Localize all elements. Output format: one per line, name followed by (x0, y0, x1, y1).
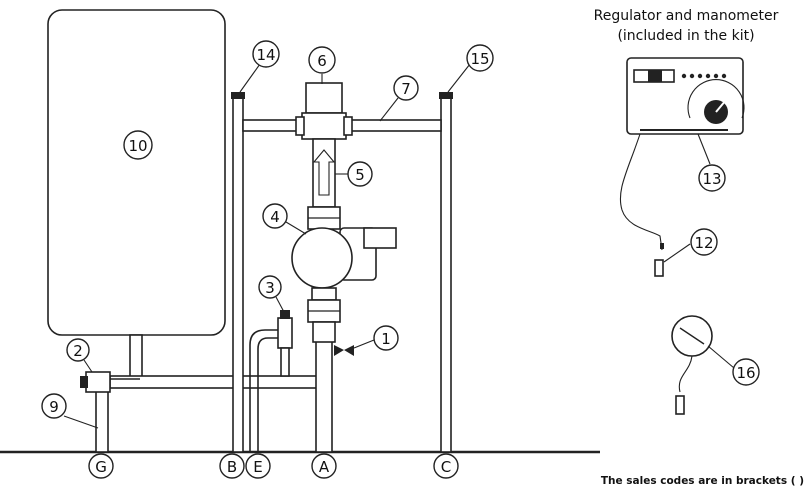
callout-14-label: 14 (256, 46, 275, 64)
mixing-valve-fitting-right (343, 116, 353, 136)
sales-code-footnote: The sales codes are in brackets ( ) (601, 475, 804, 487)
callout-12-label: 12 (694, 234, 713, 252)
sensor-probe-tip (660, 243, 664, 249)
callout-2: 2 (66, 338, 90, 362)
valve-2-cap (80, 376, 88, 388)
callout-12: 12 (690, 228, 718, 256)
regulator-dial-scale (687, 79, 745, 119)
mixing-valve-actuator (305, 82, 343, 114)
valve-3-cap (280, 310, 290, 319)
callout-2-label: 2 (73, 342, 83, 360)
leader-12 (663, 243, 691, 263)
callout-7-label: 7 (401, 80, 411, 98)
regulator-led-1 (681, 73, 687, 79)
pump-terminal-box (363, 227, 397, 249)
tank-outlet-stub (129, 334, 143, 378)
valve-3-body (277, 317, 293, 349)
connection-g-label: G (95, 458, 107, 476)
mixing-valve-body (301, 112, 347, 140)
callout-13: 13 (698, 164, 726, 192)
callout-10: 10 (123, 130, 153, 160)
callout-10-label: 10 (128, 137, 147, 155)
manometer-tube (678, 355, 693, 393)
leader-7 (379, 97, 399, 122)
callout-7: 7 (393, 75, 419, 101)
regulator-led-3 (697, 73, 703, 79)
support-post-right-cap (439, 92, 453, 99)
regulator-led-6 (721, 73, 727, 79)
callout-1-label: 1 (381, 330, 391, 348)
callout-6-label: 6 (317, 52, 327, 70)
sensor-probe (654, 259, 664, 277)
connection-g: G (88, 453, 114, 479)
regulator-knob-pointer (715, 99, 727, 113)
leader-9 (63, 415, 99, 429)
sensor-cable (619, 133, 663, 251)
leader-13 (697, 133, 711, 165)
callout-9-label: 9 (49, 398, 59, 416)
connection-c-label: C (441, 458, 451, 476)
support-post-right (440, 97, 452, 453)
pipe-a-riser (315, 339, 333, 453)
regulator-led-4 (705, 73, 711, 79)
leader-16 (707, 345, 735, 369)
regulator-led-5 (713, 73, 719, 79)
support-post-left (232, 97, 244, 453)
callout-6: 6 (308, 46, 336, 74)
regulator-display-fill (648, 70, 662, 82)
callout-16-label: 16 (736, 364, 755, 382)
pipe-e-loop (249, 329, 280, 452)
caption-line-2: (included in the kit) (617, 28, 754, 44)
callout-16: 16 (732, 358, 760, 386)
storage-tank (47, 9, 226, 336)
flow-direction-arrow (312, 149, 336, 196)
connection-b: B (219, 453, 245, 479)
connection-e-label: E (253, 458, 262, 476)
leader-3 (275, 296, 285, 313)
connection-c: C (433, 453, 459, 479)
callout-4-label: 4 (270, 208, 280, 226)
callout-13-label: 13 (702, 170, 721, 188)
pipe-g (95, 389, 109, 453)
mixing-valve-fitting-left (295, 116, 305, 136)
callout-5-label: 5 (355, 166, 365, 184)
leader-1 (353, 339, 375, 349)
pump-lower-pipe (312, 321, 336, 343)
callout-3: 3 (258, 275, 282, 299)
callout-15: 15 (466, 44, 494, 72)
support-post-left-cap (231, 92, 245, 99)
callout-14: 14 (252, 40, 280, 68)
leader-2 (83, 359, 93, 373)
callout-9: 9 (41, 393, 67, 419)
pump-base (311, 287, 337, 301)
leader-4 (285, 221, 307, 235)
caption-line-1: Regulator and manometer (594, 8, 779, 24)
regulator-led-2 (689, 73, 695, 79)
connection-a-label: A (319, 458, 330, 476)
pump-body (291, 227, 353, 289)
callout-3-label: 3 (265, 279, 275, 297)
connection-e: E (245, 453, 271, 479)
callout-4: 4 (262, 203, 288, 229)
valve-2-body (85, 371, 111, 393)
callout-5: 5 (347, 161, 373, 187)
bottom-horizontal-pipe (109, 375, 319, 389)
manometer-needle (679, 327, 705, 345)
connection-b-label: B (227, 458, 237, 476)
valve-1-handle (334, 345, 354, 356)
valve-3-drain (280, 347, 290, 377)
leader-14 (239, 63, 261, 93)
callout-1: 1 (373, 325, 399, 351)
callout-15-label: 15 (470, 50, 489, 68)
manometer-probe (675, 395, 685, 415)
connection-a: A (311, 453, 337, 479)
leader-15 (447, 63, 471, 93)
